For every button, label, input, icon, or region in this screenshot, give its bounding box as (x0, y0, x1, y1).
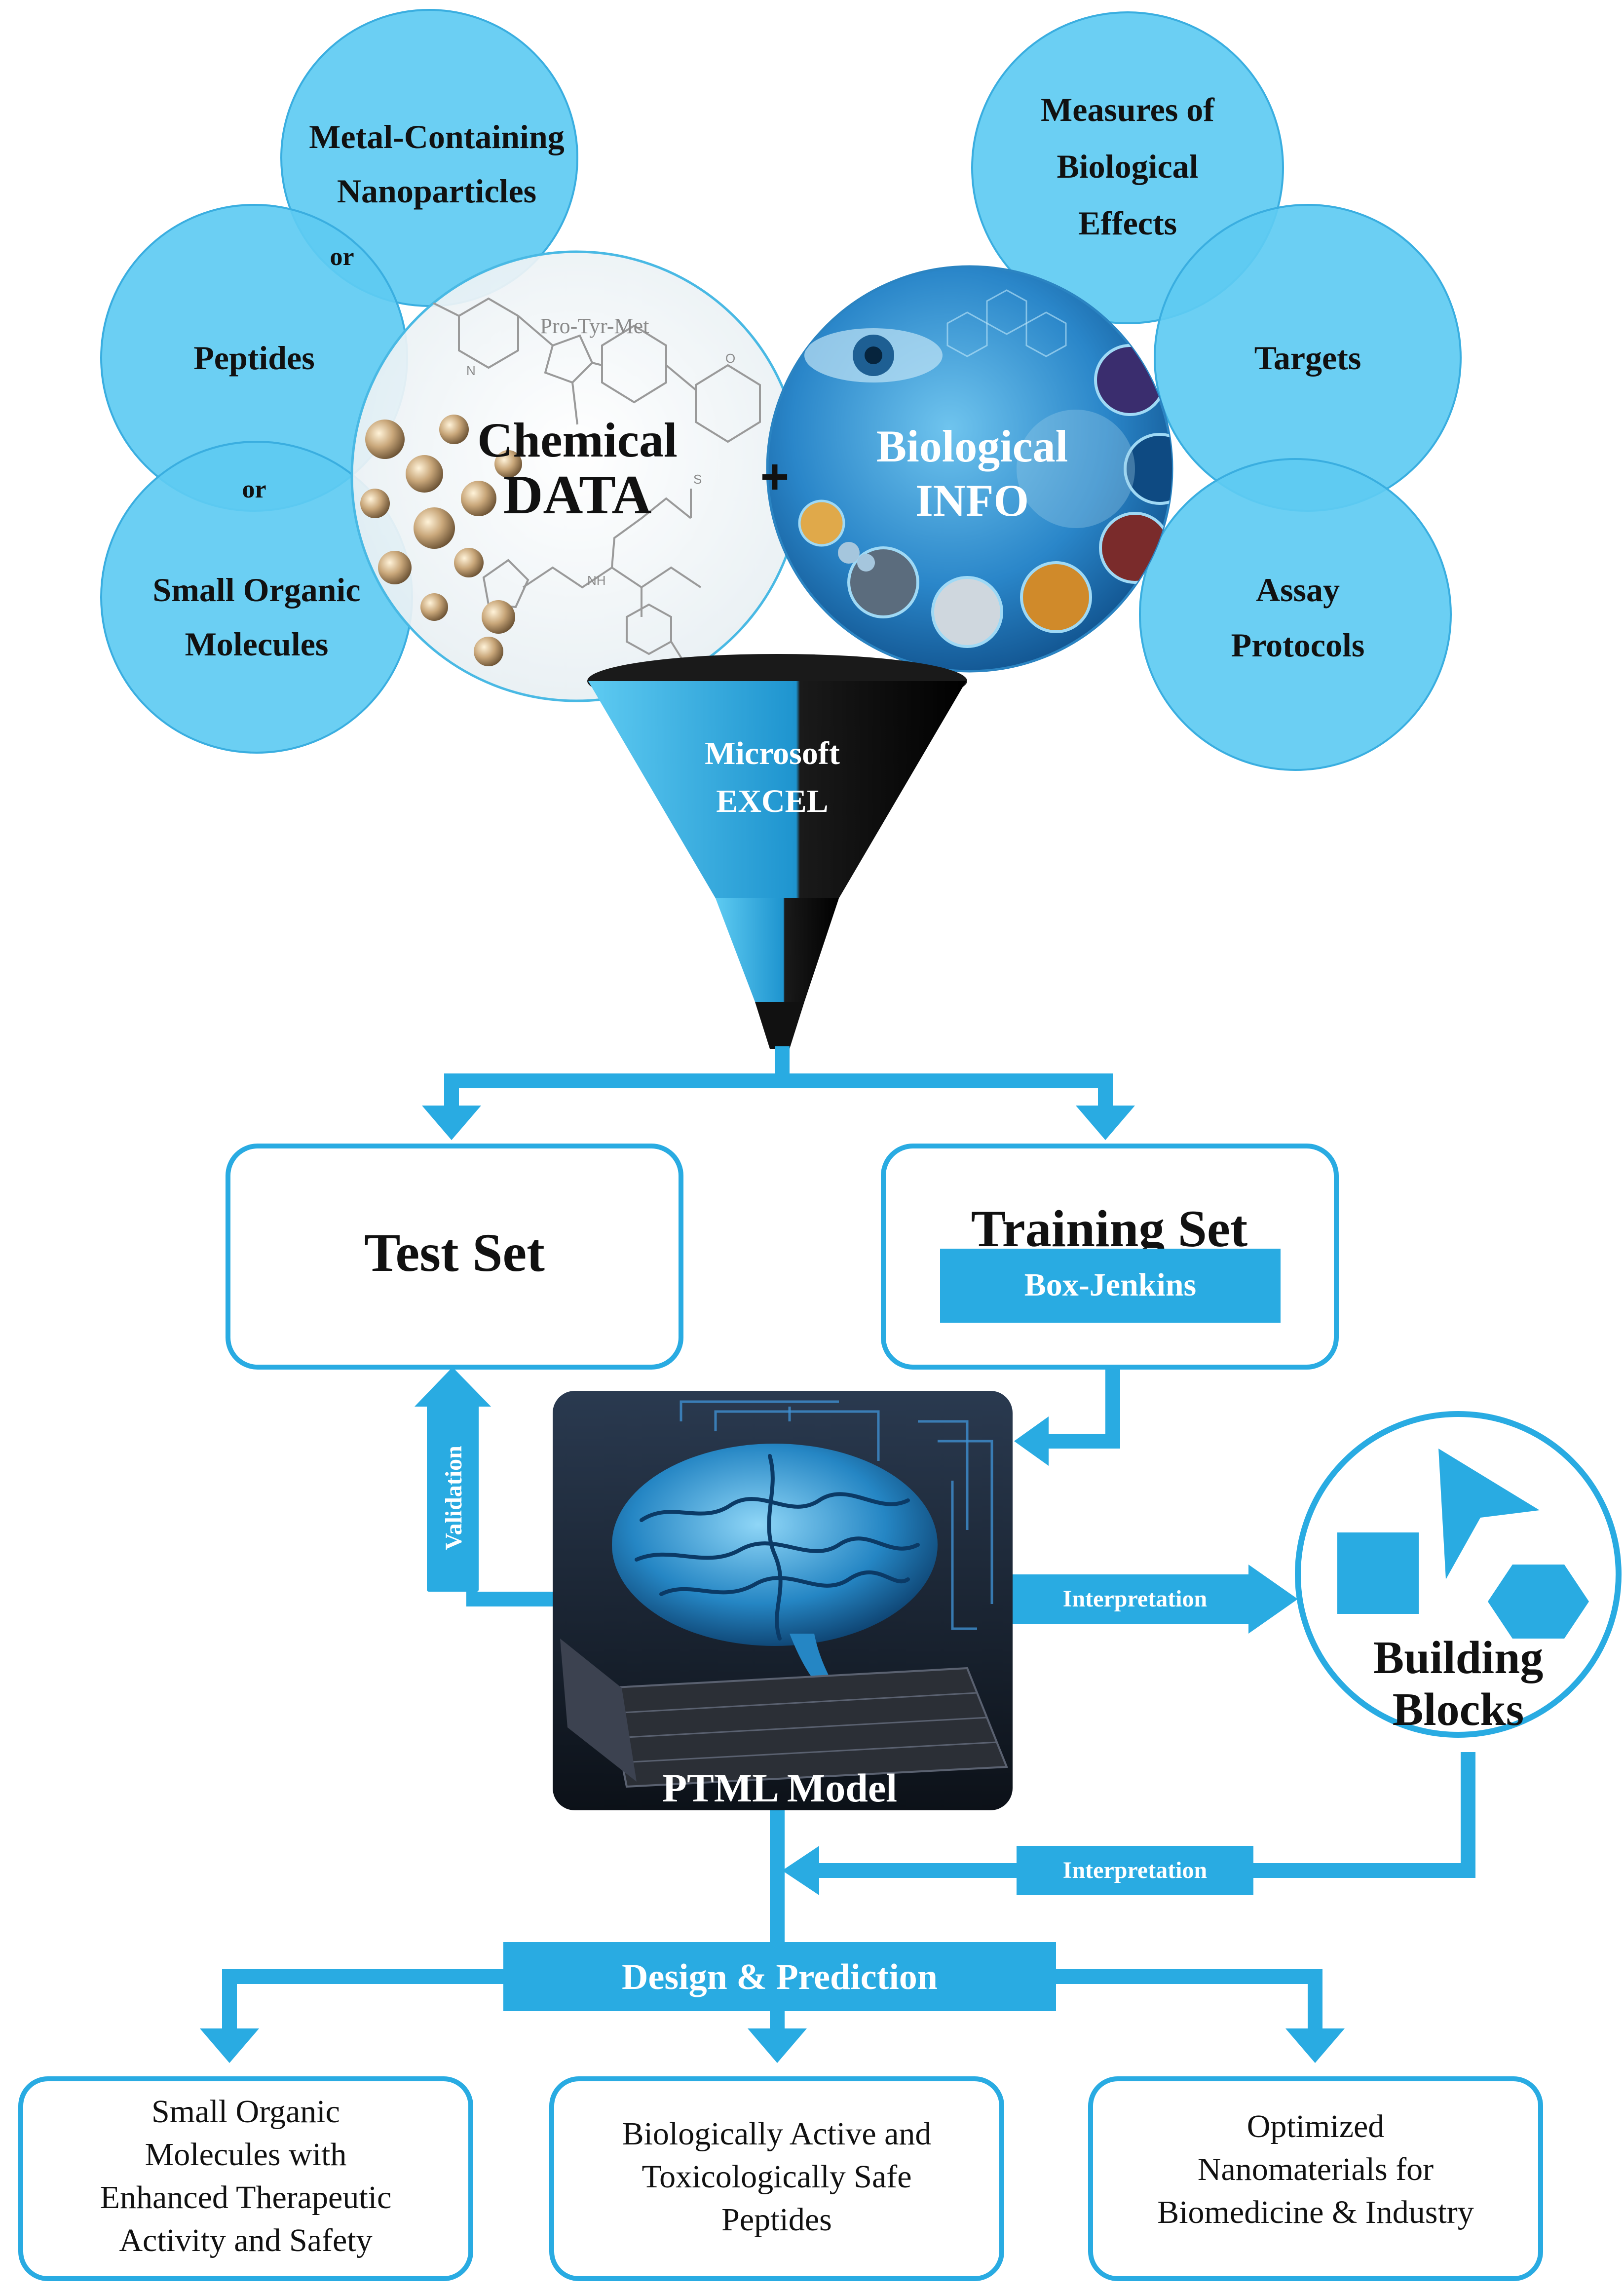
outcome-3-line1: Optimized (1247, 2108, 1385, 2144)
outcome-1-line1: Small Organic (151, 2094, 340, 2130)
assay-label-line1: Assay (1256, 571, 1340, 609)
circuit-lines (680, 1400, 993, 1630)
training-set-box: Training Set Box-Jenkins (881, 1144, 1339, 1370)
chemical-data-line1: Chemical (477, 413, 677, 467)
biological-input-bubbles (971, 11, 1462, 771)
test-set-box: Test Set (226, 1144, 683, 1370)
outcome-small-molecules: Small Organic Molecules with Enhanced Th… (18, 2076, 473, 2281)
assay-protocols-bubble (1139, 458, 1452, 771)
or-connector-2: or (242, 475, 266, 503)
square-block-icon (1337, 1532, 1419, 1614)
chemical-data-line2: DATA (503, 464, 652, 526)
ptml-model-label: PTML Model (662, 1765, 897, 1810)
biological-info-line2: INFO (915, 475, 1029, 526)
training-set-title: Training Set (971, 1200, 1248, 1258)
box-jenkins-band (940, 1249, 1281, 1323)
effects-label-line3: Effects (1078, 204, 1177, 242)
effects-label-line2: Biological (1057, 148, 1198, 185)
assay-label-line2: Protocols (1231, 626, 1365, 664)
or-connector-1: or (330, 243, 354, 271)
outcome-1-line3: Enhanced Therapeutic (100, 2179, 392, 2216)
chemical-structure-label-n1: N (466, 363, 476, 378)
box-jenkins-label: Box-Jenkins (1024, 1267, 1196, 1303)
nanoparticles-label-line1: Metal-Containing (309, 118, 565, 155)
small-molecules-label-line1: Small Organic (152, 571, 360, 609)
building-blocks-line2: Blocks (1393, 1684, 1524, 1735)
excel-funnel: Microsoft EXCEL (587, 654, 967, 1049)
nanoparticle-spheres (360, 415, 522, 666)
outcome-3-line3: Biomedicine & Industry (1157, 2194, 1474, 2230)
chemical-input-labels: Metal-Containing Nanoparticles or Peptid… (152, 118, 564, 663)
hexagon-block-icon (1488, 1565, 1589, 1639)
chemical-structure-label-s: S (693, 472, 702, 487)
outcome-1-line4: Activity and Safety (119, 2222, 372, 2258)
validation-label: Validation (441, 1446, 467, 1550)
building-blocks-circle: Building Blocks (1295, 1411, 1622, 1738)
biological-imagery (798, 289, 1172, 648)
outcome-peptides: Biologically Active and Toxicologically … (549, 2076, 1004, 2281)
targets-label: Targets (1254, 339, 1361, 377)
ptml-model: PTML Model (553, 1391, 1013, 1810)
outcome-1-line2: Molecules with (145, 2137, 347, 2173)
funnel-label-line2: EXCEL (716, 783, 828, 819)
connectors (200, 1046, 1475, 2063)
interpretation-label-lower: Interpretation (1063, 1857, 1207, 1883)
outcome-nanomaterials: Optimized Nanomaterials for Biomedicine … (1088, 2076, 1543, 2281)
peptides-label: Peptides (193, 339, 315, 377)
biological-info-circle: Biological INFO (766, 265, 1173, 673)
nanoparticles-label-line2: Nanoparticles (337, 172, 536, 210)
building-blocks-line1: Building (1373, 1632, 1544, 1683)
biological-input-labels: Measures of Biological Effects Targets A… (1041, 91, 1364, 664)
design-prediction-label: Design & Prediction (622, 1957, 938, 1997)
outcome-2-line3: Peptides (721, 2202, 832, 2238)
chemical-input-bubbles (100, 9, 578, 754)
chemical-structure-label-o: O (725, 351, 735, 366)
chemical-structure-label-nh: NH (587, 573, 606, 588)
biological-info-line1: Biological (876, 421, 1068, 471)
effects-label-line1: Measures of (1041, 91, 1215, 128)
outcome-3-line2: Nanomaterials for (1198, 2151, 1434, 2187)
plus-sign: + (760, 449, 789, 504)
funnel-label-line1: Microsoft (705, 735, 840, 771)
outcome-2-line1: Biologically Active and (622, 2116, 932, 2152)
peptide-sequence-label: Pro-Tyr-Met (540, 314, 649, 338)
triangle-block-icon (1438, 1449, 1540, 1579)
chemical-data-circle: N NH OH S O Pro-Tyr-Met Chemical DATA (350, 250, 802, 702)
test-set-title: Test Set (364, 1223, 545, 1283)
outcome-2-line2: Toxicologically Safe (642, 2159, 911, 2195)
small-molecules-label-line2: Molecules (185, 625, 329, 663)
interpretation-label-upper: Interpretation (1063, 1586, 1207, 1612)
